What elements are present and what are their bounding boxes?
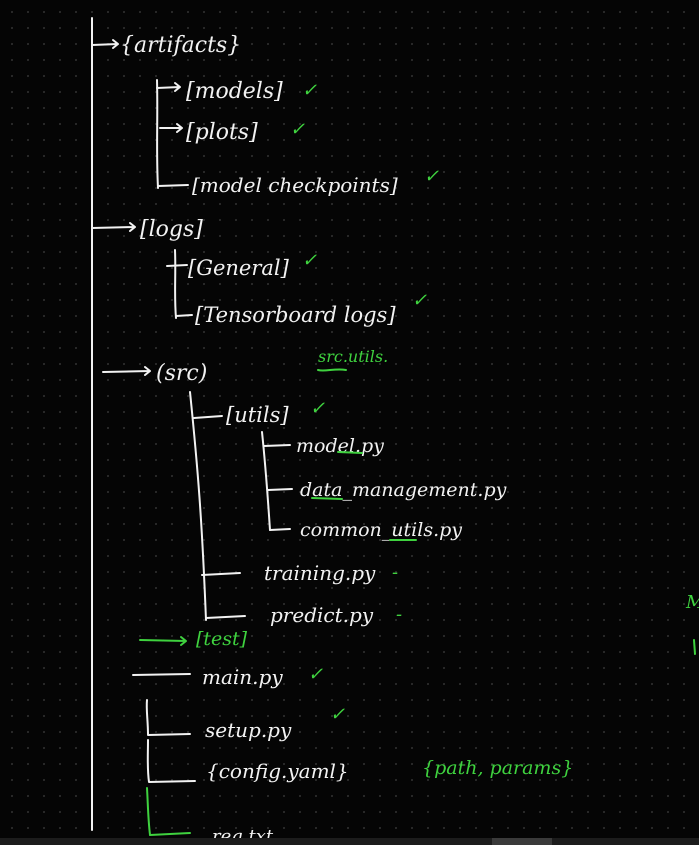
main-py-connector xyxy=(132,673,191,676)
node-common-utils-py: common_utils.py xyxy=(300,519,462,541)
data-management-connector xyxy=(267,488,293,491)
node-src: (src) xyxy=(156,361,207,386)
check-icon: ✓ xyxy=(302,80,317,101)
tree-connectors xyxy=(90,17,293,836)
utils-sub-trunk xyxy=(261,431,271,531)
req-connector xyxy=(149,832,191,836)
setup-py-connector xyxy=(145,699,191,736)
note-edge-letter: M xyxy=(685,592,699,613)
node-models: [models] xyxy=(186,79,283,104)
node-config-yaml: {config.yaml} xyxy=(206,759,349,783)
logs-sub-trunk xyxy=(174,249,177,319)
data-underline xyxy=(311,497,343,500)
check-icon: ✓ xyxy=(412,290,427,311)
src-underline xyxy=(317,368,347,372)
node-utils: [utils] xyxy=(226,403,289,427)
node-test: [test] xyxy=(196,628,248,650)
check-icon: ✓ xyxy=(302,250,317,271)
node-data-management-py: data_management.py xyxy=(300,479,507,501)
tensorboard-connector xyxy=(175,314,193,317)
models-connector xyxy=(156,82,181,92)
dash-mark: - xyxy=(392,562,398,583)
src-sub-trunk xyxy=(189,391,207,621)
common-utils-connector xyxy=(269,528,291,531)
note-src-utils: src.utils. xyxy=(318,347,388,366)
node-main-py: main.py xyxy=(202,665,283,689)
checkpoints-connector xyxy=(157,184,189,187)
node-model-checkpoints: [model checkpoints] xyxy=(192,173,398,197)
edge-mark xyxy=(693,639,696,655)
artifacts-connector xyxy=(91,39,119,49)
main-trunk xyxy=(90,17,94,831)
req-trunk xyxy=(146,787,151,836)
artifacts-sub-trunk xyxy=(156,79,159,189)
check-icon: ✓ xyxy=(310,398,325,419)
node-tensorboard-logs: [Tensorboard logs] xyxy=(195,303,396,327)
note-path-params: {path, params} xyxy=(422,757,573,779)
src-connector xyxy=(102,366,151,376)
utils-connector xyxy=(193,415,223,419)
check-icon: ✓ xyxy=(424,166,439,187)
check-icon: ✓ xyxy=(308,664,323,685)
node-plots: [plots] xyxy=(186,120,258,145)
node-training-py: training.py xyxy=(264,561,376,585)
config-connector xyxy=(146,739,196,783)
dash-marks: - - xyxy=(392,562,402,625)
predict-connector xyxy=(205,615,246,619)
horizontal-scrollbar-thumb[interactable] xyxy=(492,838,552,845)
general-connector xyxy=(166,264,188,267)
horizontal-scrollbar-track[interactable] xyxy=(0,838,699,845)
node-model-py: model.py xyxy=(296,435,384,457)
model-py-connector xyxy=(263,444,291,447)
check-icon: ✓ xyxy=(290,119,305,140)
node-general: [General] xyxy=(188,256,290,280)
node-artifacts: {artifacts} xyxy=(120,33,241,58)
node-predict-py: predict.py xyxy=(270,603,374,627)
model-underline xyxy=(337,451,363,454)
node-setup-py: setup.py xyxy=(205,718,292,742)
check-icon: ✓ xyxy=(330,704,345,725)
dash-mark: - xyxy=(396,604,402,625)
training-connector xyxy=(201,572,241,576)
test-connector xyxy=(139,636,187,646)
plots-connector xyxy=(159,123,183,133)
check-marks: ✓ ✓ ✓ ✓ ✓ ✓ ✓ ✓ xyxy=(290,80,439,725)
logs-connector xyxy=(91,222,136,232)
node-logs: [logs] xyxy=(140,217,203,242)
